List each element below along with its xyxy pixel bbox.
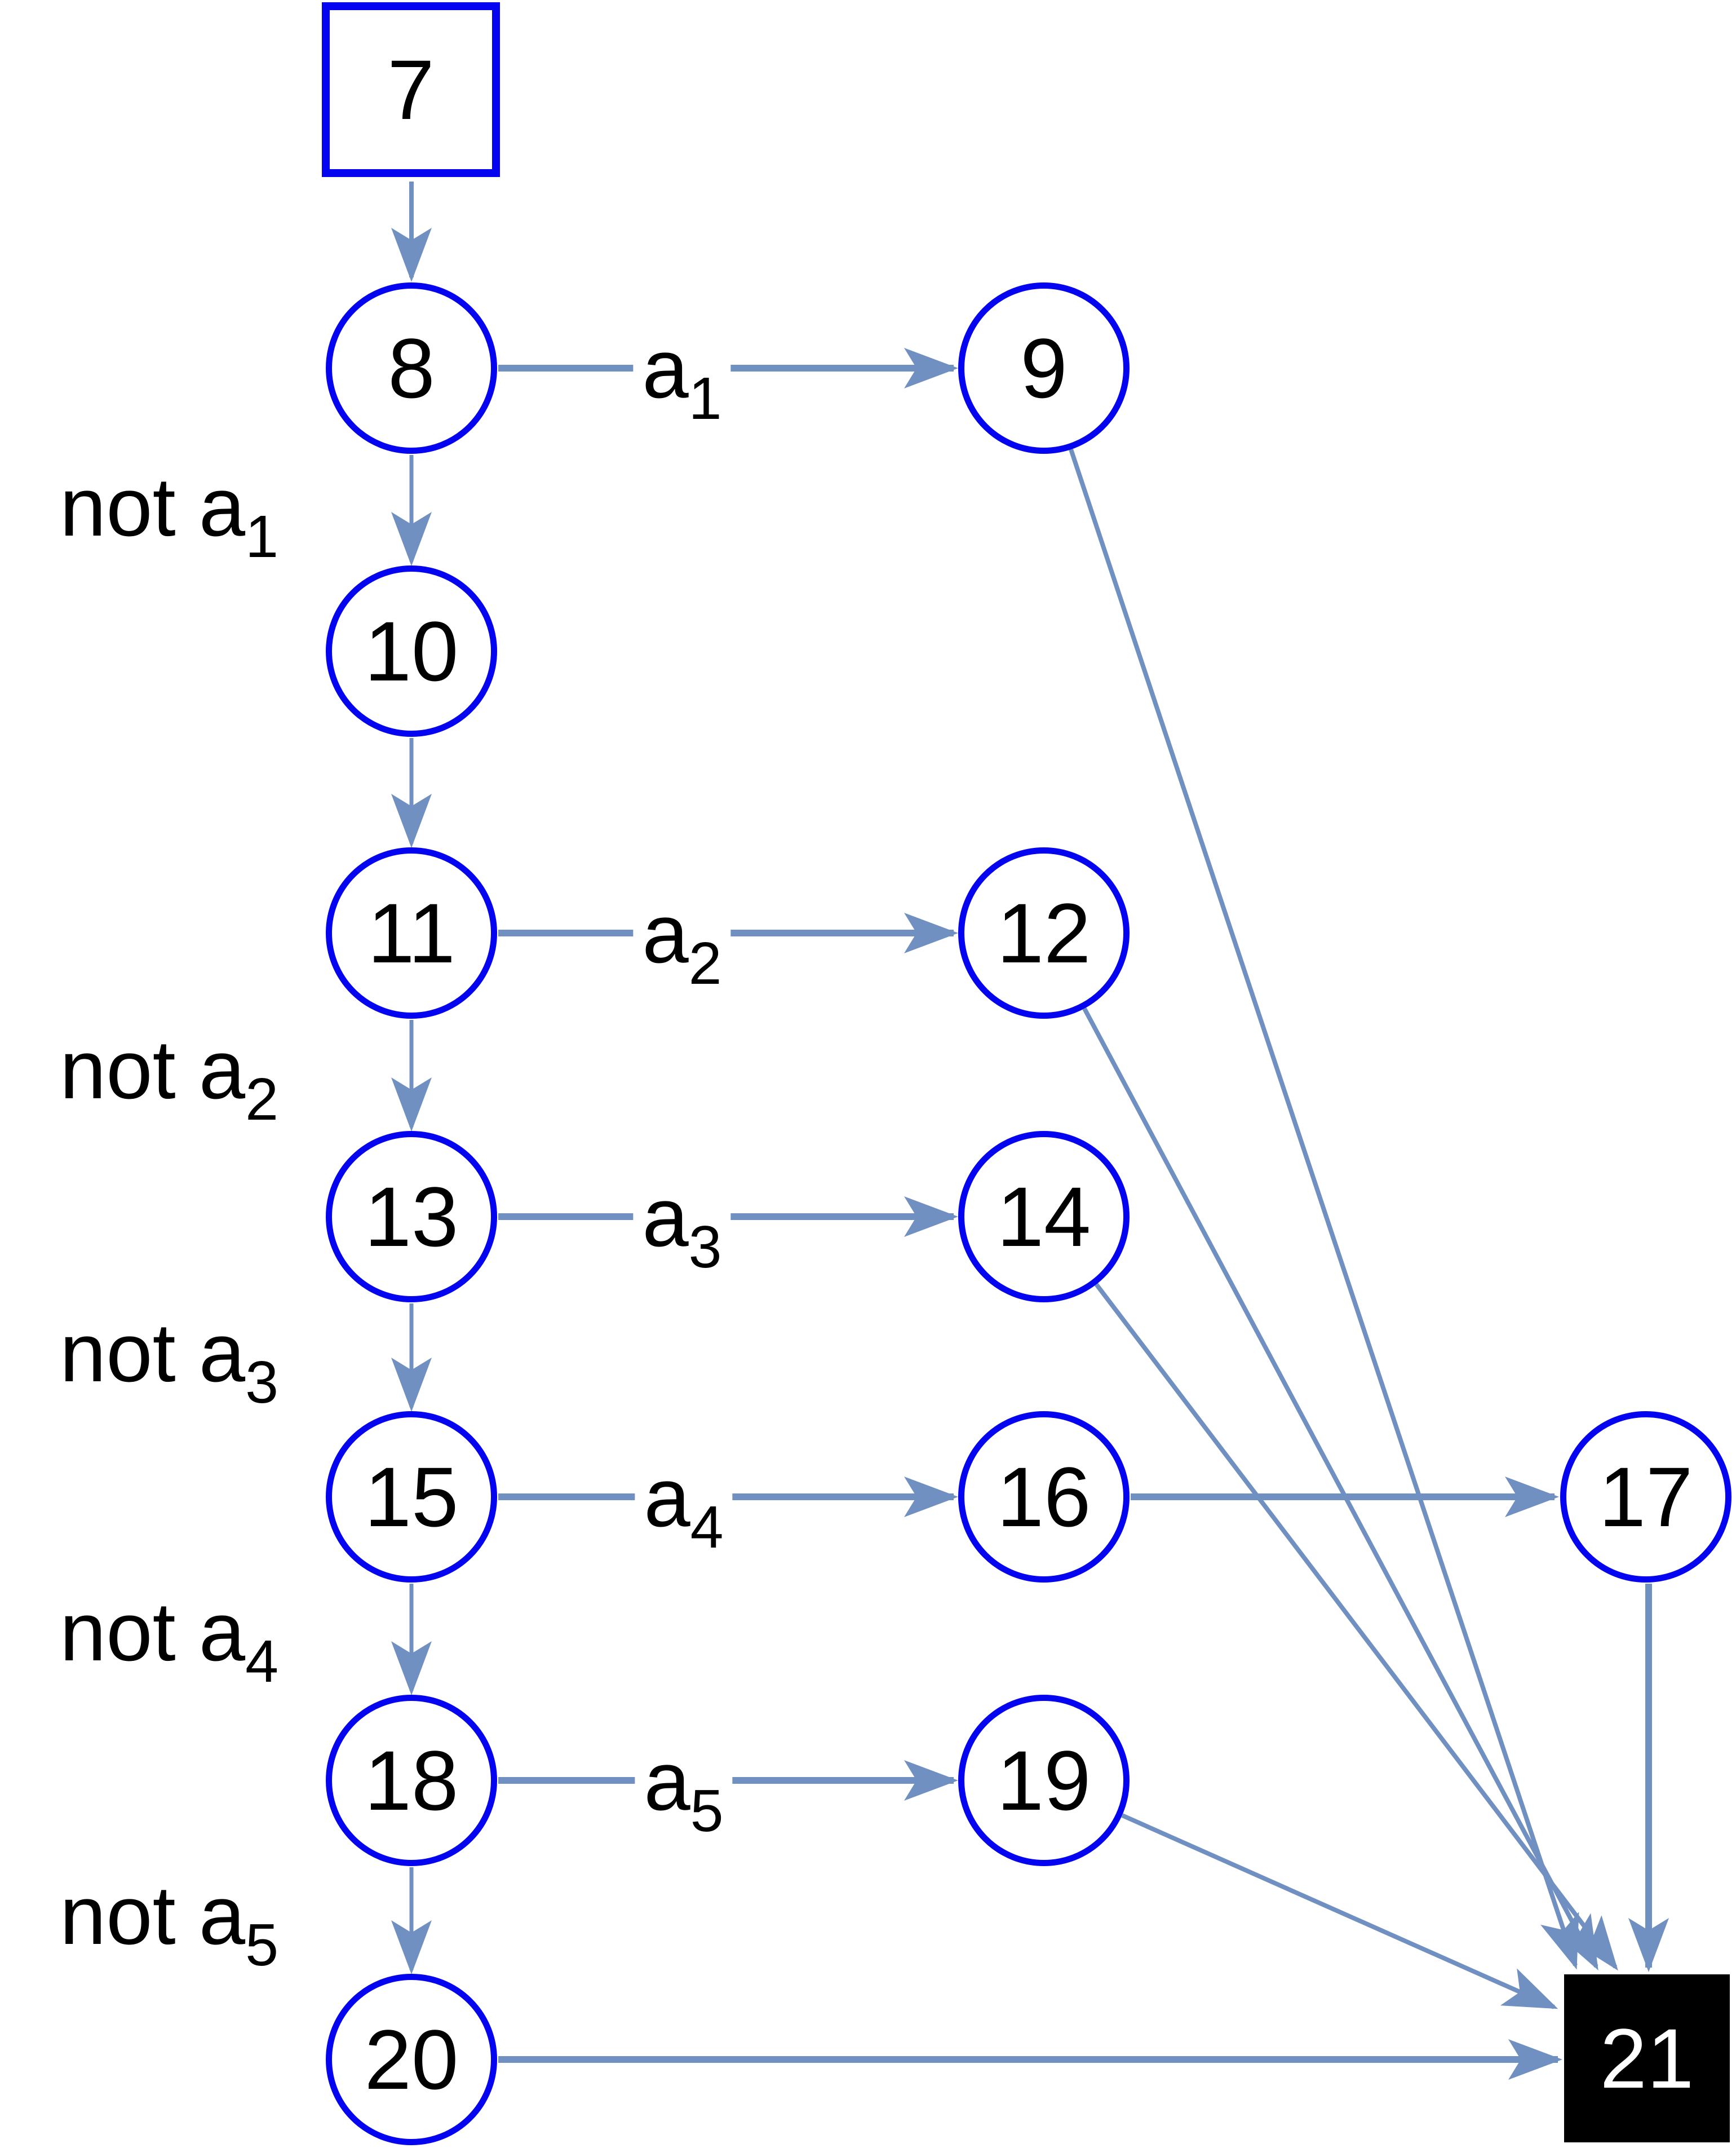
edge-label-subscript: 3: [688, 1214, 722, 1280]
node-label: 21: [1600, 2011, 1694, 2106]
edge-12-21: [1082, 1007, 1598, 1971]
branch-label-subscript: 4: [245, 1628, 279, 1695]
branch-label-subscript: 5: [245, 1912, 279, 1978]
edge-label-subscript: 2: [688, 930, 722, 997]
node-16: 16: [958, 1411, 1130, 1583]
node-13: 13: [326, 1131, 497, 1302]
node-19: 19: [958, 1695, 1130, 1866]
edge-label-base: a: [642, 322, 689, 416]
node-label: 12: [997, 886, 1091, 980]
branch-label-subscript: 1: [245, 503, 279, 570]
node-18: 18: [326, 1695, 497, 1866]
branch-label-subscript: 3: [245, 1349, 279, 1416]
edge-9-21: [1069, 448, 1579, 1970]
edge-label-base: a: [644, 1451, 690, 1544]
edge-label-subscript: 5: [690, 1778, 724, 1844]
node-14: 14: [958, 1131, 1130, 1302]
edge-label-base: a: [642, 887, 689, 980]
node-10: 10: [326, 565, 497, 737]
edge-label-subscript: 4: [690, 1494, 724, 1561]
node-7-start: 7: [322, 2, 500, 177]
node-label: 14: [997, 1169, 1091, 1264]
node-label: 20: [364, 2012, 459, 2107]
node-15: 15: [326, 1411, 497, 1583]
node-11: 11: [326, 847, 497, 1019]
node-label: 8: [388, 321, 435, 416]
node-21-final: 21: [1564, 1974, 1730, 2142]
branch-label-base: not a: [59, 1585, 246, 1678]
node-label: 15: [364, 1449, 459, 1544]
node-8: 8: [326, 282, 497, 454]
edge-label-base: a: [644, 1735, 690, 1828]
node-label: 17: [1598, 1449, 1693, 1544]
branch-label-base: not a: [59, 1023, 246, 1116]
node-9: 9: [958, 282, 1130, 454]
branch-label-base: not a: [59, 1306, 246, 1399]
node-label: 7: [387, 42, 435, 137]
node-label: 11: [367, 886, 455, 980]
node-12: 12: [958, 847, 1130, 1019]
node-20: 20: [326, 1974, 497, 2145]
node-label: 19: [997, 1733, 1091, 1828]
branch-label-base: not a: [59, 1869, 246, 1962]
edge-19-21: [1121, 1813, 1558, 2009]
edge-label-base: a: [642, 1171, 689, 1264]
node-label: 13: [364, 1169, 459, 1264]
node-label: 16: [997, 1449, 1091, 1544]
branch-label-base: not a: [59, 461, 246, 554]
node-17: 17: [1560, 1411, 1731, 1583]
branch-label-subscript: 2: [245, 1066, 279, 1133]
node-label: 18: [364, 1733, 459, 1828]
node-label: 10: [364, 604, 459, 699]
node-label: 9: [1020, 321, 1068, 416]
edge-14-21: [1094, 1283, 1618, 1971]
edge-label-subscript: 1: [688, 365, 722, 432]
